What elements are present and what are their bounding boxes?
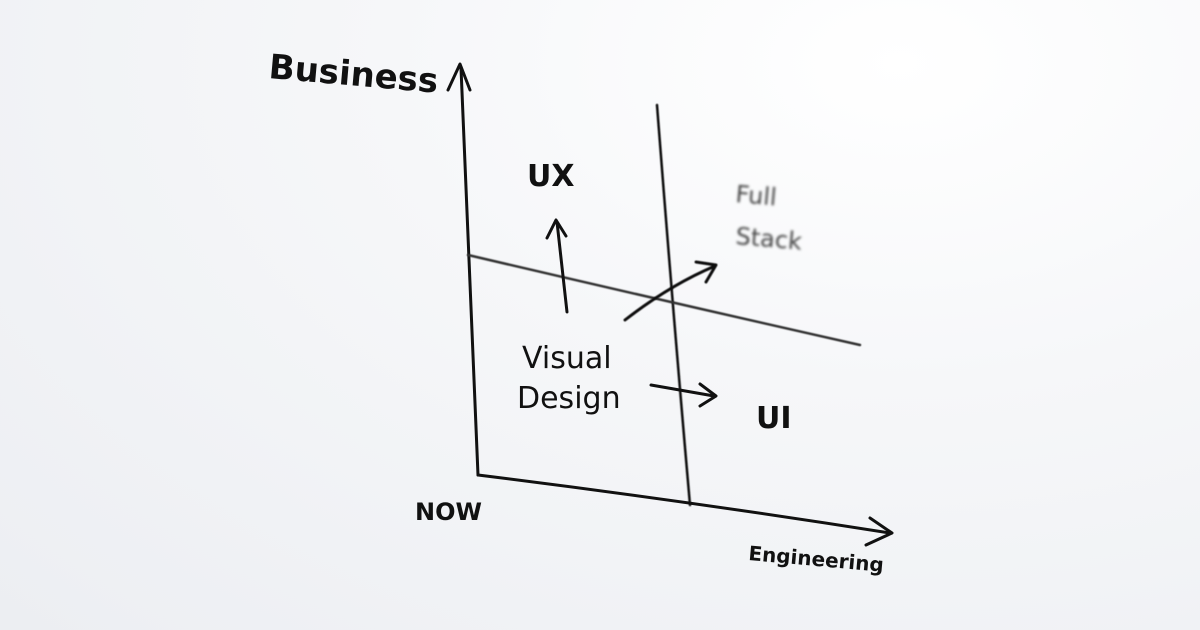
arrow-to-full-stack — [623, 260, 718, 322]
quadrant-ui: UI — [756, 401, 792, 436]
quadrant-ux: UX — [527, 159, 575, 194]
y-axis-line — [459, 66, 480, 477]
quadrant-visual-design-line2: Design — [517, 381, 621, 416]
arrow-to-ui — [649, 382, 718, 408]
quadrant-full-stack-line1: Full — [734, 180, 777, 211]
origin-label: NOW — [415, 498, 482, 526]
quadrant-visual-design-line1: Visual — [522, 341, 612, 376]
y-axis-arrowhead — [446, 62, 472, 92]
horizontal-divider-line — [466, 253, 862, 347]
quadrant-full-stack-line2: Stack — [734, 222, 803, 256]
x-axis-arrowhead — [864, 516, 894, 547]
x-axis-line — [476, 473, 892, 535]
arrow-to-ux — [545, 218, 569, 314]
y-axis-label: Business — [267, 47, 440, 102]
x-axis-label: Engineering — [748, 541, 885, 577]
